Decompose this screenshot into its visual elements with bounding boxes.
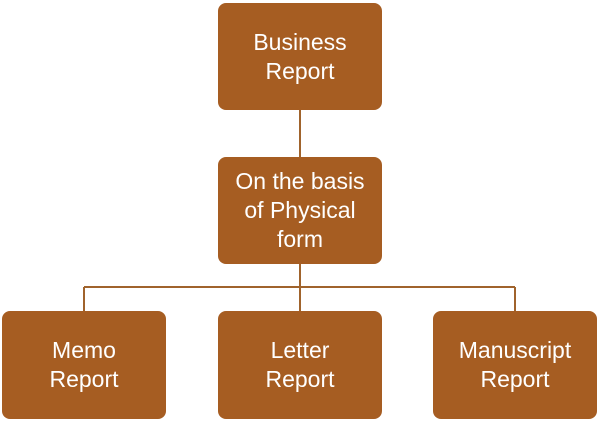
- node-letter-report: Letter Report: [218, 311, 382, 419]
- node-business-report: Business Report: [218, 3, 382, 110]
- node-manuscript-report: Manuscript Report: [433, 311, 597, 419]
- node-physical-form: On the basis of Physical form: [218, 157, 382, 264]
- node-memo-report: Memo Report: [2, 311, 166, 419]
